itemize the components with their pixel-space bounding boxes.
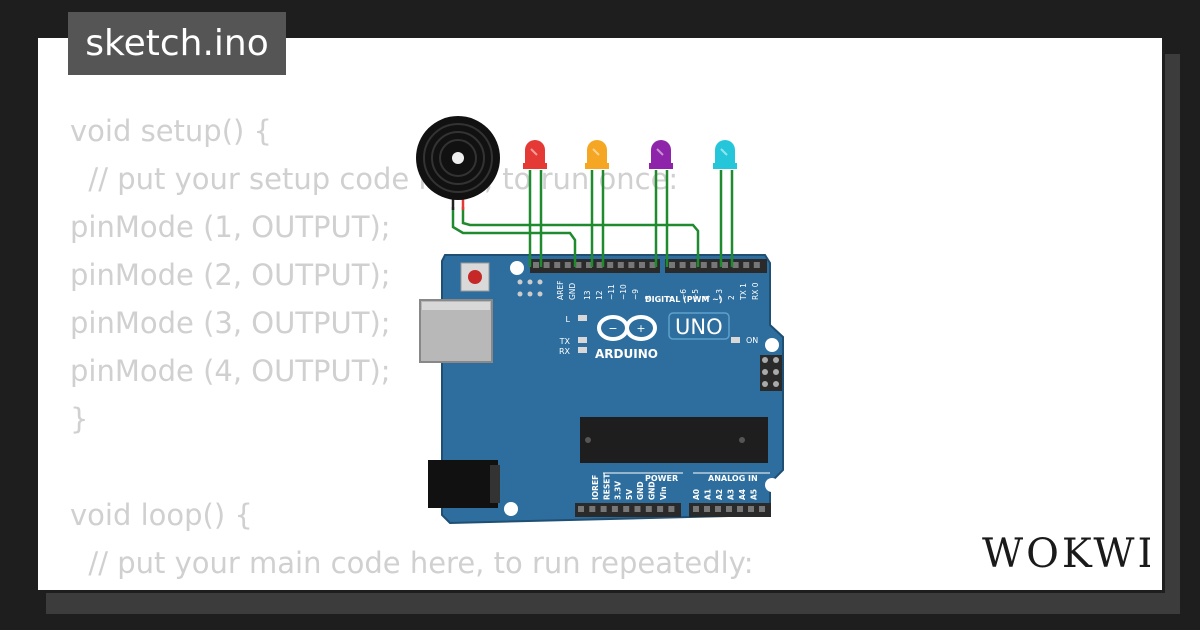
- digital-pin-label: ~5: [691, 289, 700, 300]
- icsp-header: [760, 355, 782, 391]
- digital-header: [530, 259, 660, 273]
- digital-pin-label: ~9: [631, 289, 640, 300]
- code-line[interactable]: digitalWrite(1, HIGH);: [70, 587, 754, 590]
- on-label: ON: [746, 336, 758, 345]
- led-cyan[interactable]: [713, 140, 737, 169]
- circuit-diagram: L TX RX ON − + ARDUINO UNO DIGITAL (PWM …: [375, 75, 815, 525]
- power-pin-label: 3.3V: [614, 481, 623, 500]
- analog-pin-label: A0: [692, 489, 701, 500]
- rx-label: RX: [559, 347, 571, 356]
- code-line[interactable]: pinMode (2, OUTPUT);: [70, 258, 391, 292]
- digital-pin-label: 12: [595, 290, 604, 300]
- power-pin-label: IOREF: [591, 475, 600, 500]
- digital-pin-label: ~3: [715, 289, 724, 300]
- power-pin-label: RESET: [602, 473, 611, 500]
- digital-pin-label: 8: [644, 295, 653, 300]
- atmega-chip: [580, 417, 768, 463]
- digital-pin-label: ~10: [619, 284, 628, 300]
- analog-pin-label: A3: [727, 489, 736, 500]
- digital-pin-label: RX 0: [751, 282, 760, 300]
- usb-port: [419, 299, 493, 363]
- analog-label: ANALOG IN: [708, 474, 758, 483]
- digital-pin-label: 13: [583, 290, 592, 300]
- digital-pin-label: 4: [703, 295, 712, 300]
- code-line[interactable]: void setup() {: [70, 114, 272, 148]
- led-purple[interactable]: [649, 140, 673, 169]
- analog-pin-label: A4: [738, 489, 747, 500]
- analog-pin-label: A1: [704, 489, 713, 500]
- led-red[interactable]: [523, 140, 547, 169]
- code-line[interactable]: pinMode (1, OUTPUT);: [70, 210, 391, 244]
- power-pin-label: GND: [636, 481, 645, 500]
- power-jack: [428, 460, 498, 508]
- svg-text:−: −: [608, 322, 617, 335]
- digital-pin-label: AREF: [556, 281, 565, 300]
- code-line[interactable]: // put your main code here, to run repea…: [70, 546, 754, 580]
- code-line[interactable]: pinMode (4, OUTPUT);: [70, 354, 391, 388]
- digital-pin-label: TX 1: [739, 283, 748, 301]
- digital-pin-label: 7: [666, 295, 675, 300]
- code-line[interactable]: pinMode (3, OUTPUT);: [70, 306, 391, 340]
- svg-text:+: +: [636, 322, 645, 335]
- power-pin-label: GND: [648, 481, 657, 500]
- power-pin-label: Vin: [659, 486, 668, 500]
- wokwi-logo: WOKWI: [982, 531, 1150, 577]
- code-line[interactable]: void loop() {: [70, 498, 253, 532]
- file-tab[interactable]: sketch.ino: [68, 12, 286, 75]
- arduino-brand: ARDUINO: [595, 347, 658, 361]
- arduino-logo-icon: [597, 315, 657, 341]
- code-editor: void setup() { // put your setup code he…: [70, 107, 754, 590]
- svg-text:WOKWI: WOKWI: [982, 531, 1150, 577]
- power-pin-label: 5V: [625, 489, 634, 500]
- uno-model: UNO: [675, 315, 723, 339]
- l-label: L: [566, 315, 571, 324]
- digital-pin-label: ~11: [607, 284, 616, 300]
- analog-pin-label: A2: [715, 489, 724, 500]
- led-orange[interactable]: [585, 140, 609, 169]
- arduino-uno-board[interactable]: L TX RX ON − + ARDUINO UNO DIGITAL (PWM …: [419, 254, 784, 525]
- power-label: POWER: [645, 474, 678, 483]
- buzzer[interactable]: [416, 116, 500, 200]
- digital-pin-label: ~6: [679, 289, 688, 300]
- digital-pin-label: GND: [568, 283, 577, 300]
- digital-label: DIGITAL (PWM ~): [645, 295, 723, 304]
- wire-connections: [451, 170, 734, 267]
- code-line[interactable]: }: [70, 402, 89, 436]
- analog-pin-label: A5: [750, 489, 759, 500]
- digital-pin-label: 2: [727, 295, 736, 300]
- tx-label: TX: [559, 337, 571, 346]
